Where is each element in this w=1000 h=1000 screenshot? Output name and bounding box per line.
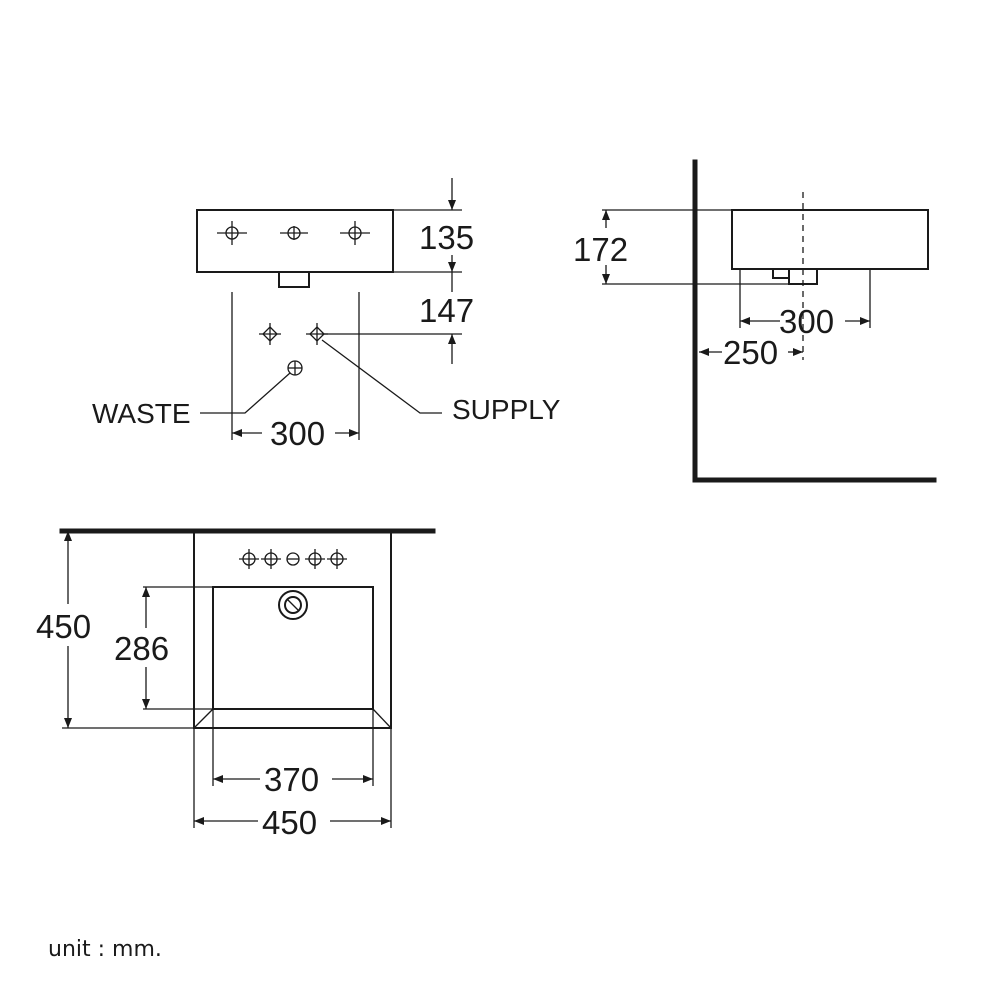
unit-note: unit : mm. [48, 937, 162, 962]
waste-leader [200, 372, 291, 414]
plan-bowl-inner [212, 586, 374, 710]
plan-tap-hole-4-icon [305, 549, 325, 569]
plan-dim-width-450: 450 [262, 804, 317, 841]
supply-point-right-icon [306, 323, 328, 345]
front-view: 135 147 WASTE SUPPLY [92, 178, 561, 452]
plan-tap-hole-5-icon [327, 549, 347, 569]
front-waste-outlet [278, 271, 310, 288]
side-basin-outline [731, 209, 929, 270]
plan-dim-370: 370 [264, 761, 319, 798]
side-view: 172 300 250 [573, 159, 937, 483]
front-basin-outline [196, 209, 394, 273]
side-wall [692, 159, 937, 483]
side-waste-outlet [772, 268, 790, 279]
supply-leader [321, 339, 442, 414]
tap-hole-left-icon [217, 221, 247, 245]
tap-hole-right-icon [340, 221, 370, 245]
drain-icon [278, 590, 308, 620]
tap-hole-center-icon [280, 226, 308, 240]
supply-point-left-icon [259, 323, 281, 345]
plan-dim-286: 286 [114, 630, 169, 667]
plan-dim-depth-450: 450 [36, 608, 91, 645]
plan-tap-hole-1-icon [239, 549, 259, 569]
front-dim-300: 300 [270, 415, 325, 452]
front-dim-147: 147 [419, 292, 474, 329]
plan-view: 450 286 370 450 [36, 528, 436, 841]
waste-label: WASTE [92, 398, 191, 429]
front-dim-135: 135 [419, 219, 474, 256]
waste-point-icon [287, 360, 303, 376]
supply-label: SUPPLY [452, 394, 561, 425]
side-dim-250: 250 [723, 334, 778, 371]
plan-tap-hole-3-icon [286, 552, 300, 566]
side-dim-300: 300 [779, 303, 834, 340]
plan-tap-hole-2-icon [261, 549, 281, 569]
side-dim-172: 172 [573, 231, 628, 268]
plan-basin-outer [193, 530, 392, 729]
